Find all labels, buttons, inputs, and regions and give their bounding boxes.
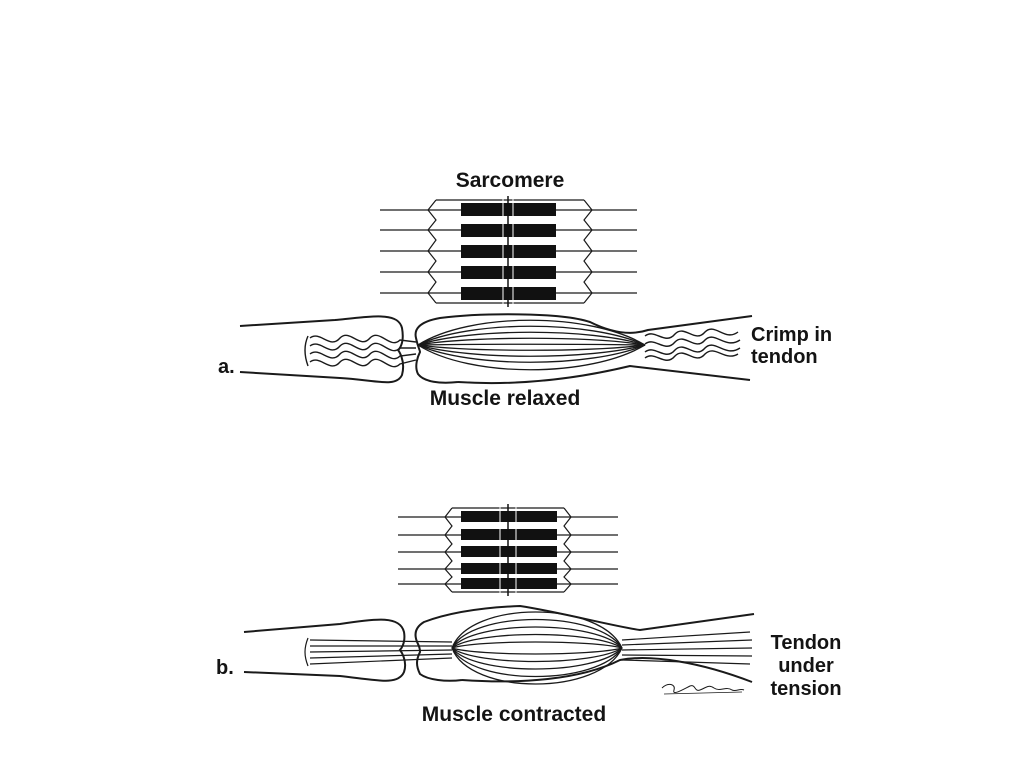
panel-b-side-label-line-2: under <box>778 655 834 677</box>
panel-b-side-label-line-1: Tendon <box>771 632 842 654</box>
muscle-belly-relaxed <box>417 319 646 371</box>
muscle-belly-contracted <box>451 611 623 685</box>
panel-b-marker: b. <box>216 657 234 679</box>
panel-contracted: b. Muscle contracted Tendon under tensio… <box>216 504 842 726</box>
panel-a-marker: a. <box>218 356 235 378</box>
panel-relaxed: Sarcomere <box>218 169 832 410</box>
tendon-left-taut <box>304 637 453 667</box>
panel-b-side-label-line-3: tension <box>770 678 841 700</box>
sarcomere-label: Sarcomere <box>456 169 565 192</box>
crimped-tendon-right <box>644 328 741 361</box>
panel-a-side-label-line-2: tendon <box>751 346 818 368</box>
tendon-right-taut <box>621 631 753 665</box>
sarcomere-relaxed <box>380 196 637 307</box>
artist-signature <box>661 683 745 695</box>
bone-outline-contracted <box>243 604 755 683</box>
panel-a-side-label-line-1: Crimp in <box>751 324 832 346</box>
panel-a-caption: Muscle relaxed <box>430 387 581 410</box>
sarcomere-contracted <box>398 504 618 596</box>
crimped-tendon-left <box>304 334 417 368</box>
bone-outline-relaxed <box>239 313 753 385</box>
panel-b-caption: Muscle contracted <box>422 703 606 726</box>
